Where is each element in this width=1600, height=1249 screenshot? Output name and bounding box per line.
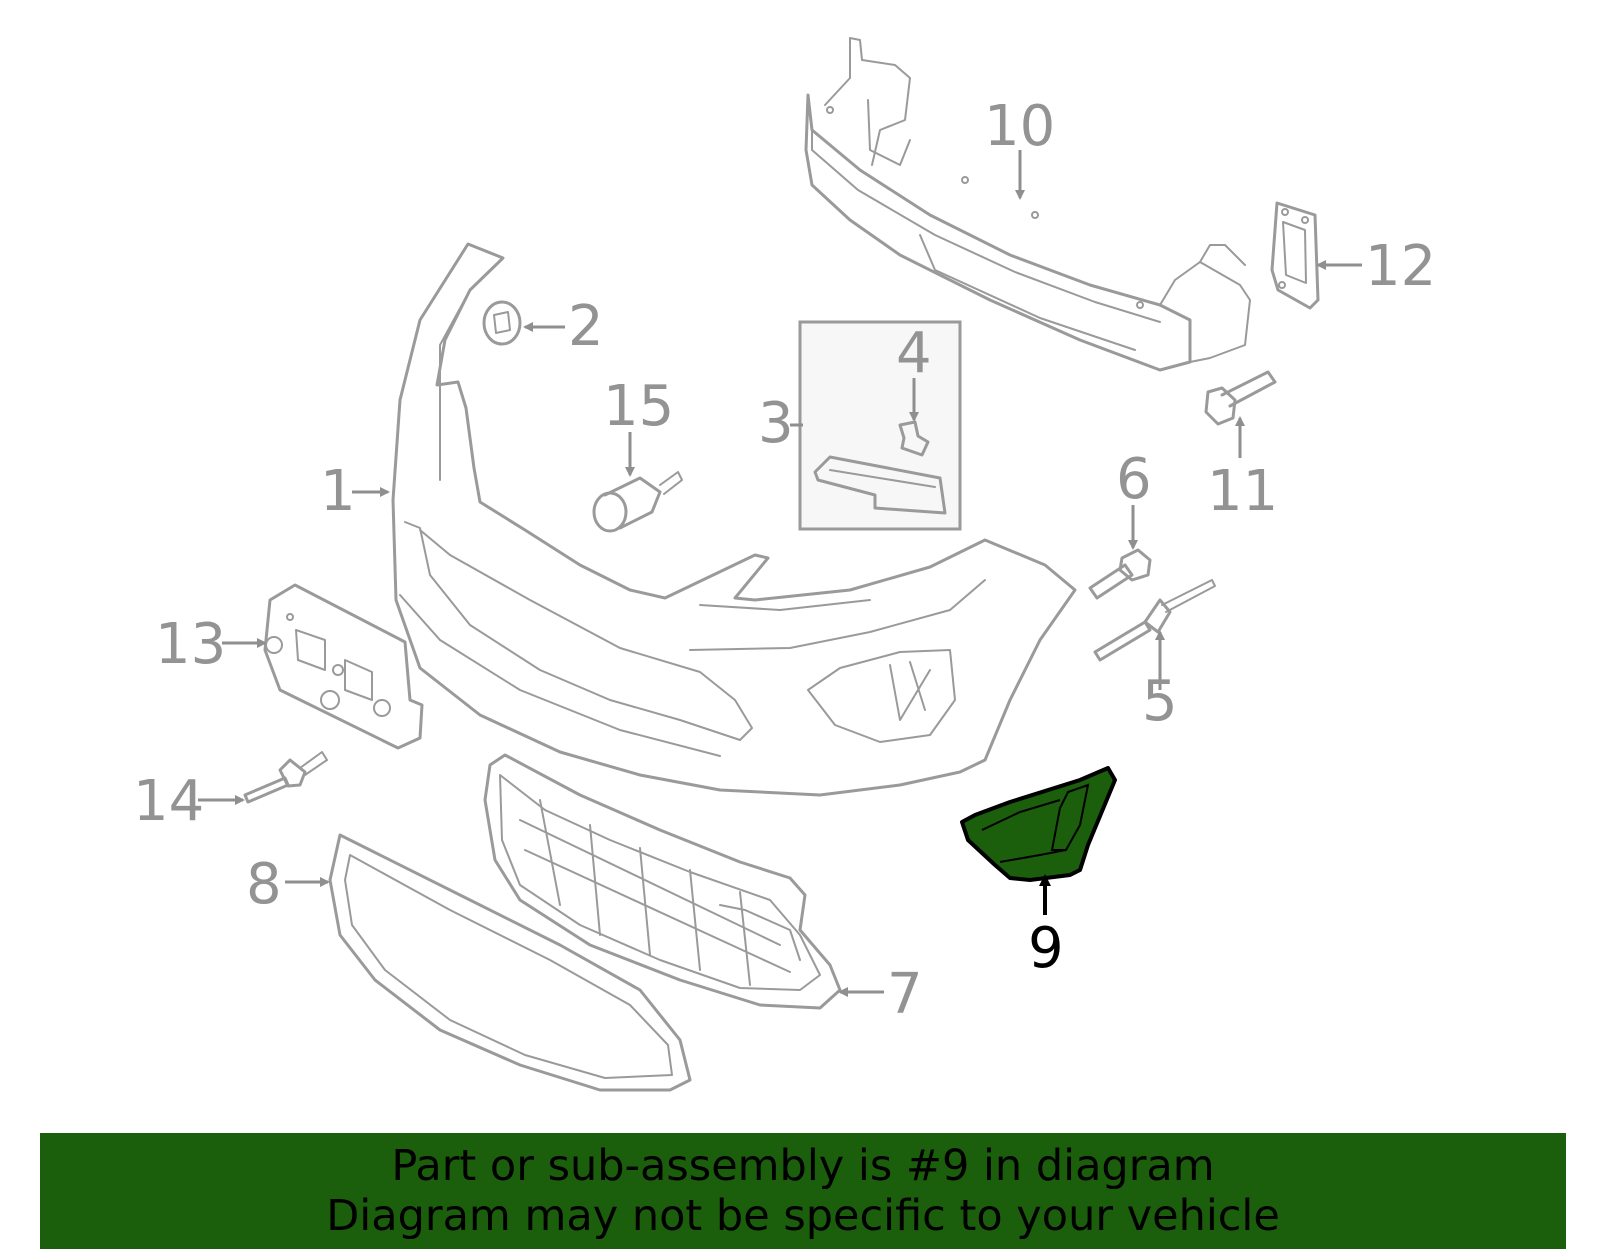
part-14-push-pin[interactable] xyxy=(243,751,328,804)
part-8-lower-trim[interactable] xyxy=(328,833,692,1092)
part-9-fog-lamp-bezel[interactable] xyxy=(960,766,1117,882)
part-3-box[interactable] xyxy=(798,320,962,531)
callout-3: 3 xyxy=(758,391,794,456)
callout-11: 11 xyxy=(1207,459,1278,524)
part-1-bumper-cover[interactable] xyxy=(391,242,1077,797)
part-15-sensor[interactable] xyxy=(592,471,683,533)
part-7-lower-grille[interactable] xyxy=(483,753,842,1010)
callout-15: 15 xyxy=(603,374,674,439)
part-4-clip[interactable] xyxy=(898,420,930,457)
callout-10: 10 xyxy=(984,94,1055,159)
callout-2: 2 xyxy=(568,294,604,359)
callout-5: 5 xyxy=(1142,669,1178,734)
callout-14: 14 xyxy=(133,769,204,834)
part-2-clip[interactable] xyxy=(482,300,522,346)
callout-8: 8 xyxy=(246,852,282,917)
info-banner: Part or sub-assembly is #9 in diagram Di… xyxy=(40,1133,1566,1249)
callout-1: 1 xyxy=(320,459,356,524)
part-11-bolt[interactable] xyxy=(1204,370,1277,426)
part-10-reinforcement-beam[interactable] xyxy=(804,37,1251,372)
callout-7: 7 xyxy=(887,962,923,1027)
callout-12: 12 xyxy=(1365,234,1436,299)
callout-9: 9 xyxy=(1028,916,1064,981)
banner-line-1: Part or sub-assembly is #9 in diagram xyxy=(391,1141,1215,1191)
callout-4: 4 xyxy=(896,321,932,386)
banner-line-2: Diagram may not be specific to your vehi… xyxy=(326,1191,1280,1241)
part-6-bolt[interactable] xyxy=(1088,548,1152,600)
callout-13: 13 xyxy=(155,612,226,677)
callout-6: 6 xyxy=(1116,447,1152,512)
part-5-retainer[interactable] xyxy=(1093,579,1216,662)
part-12-bracket[interactable] xyxy=(1270,201,1320,310)
part-13-license-bracket[interactable] xyxy=(263,583,424,750)
